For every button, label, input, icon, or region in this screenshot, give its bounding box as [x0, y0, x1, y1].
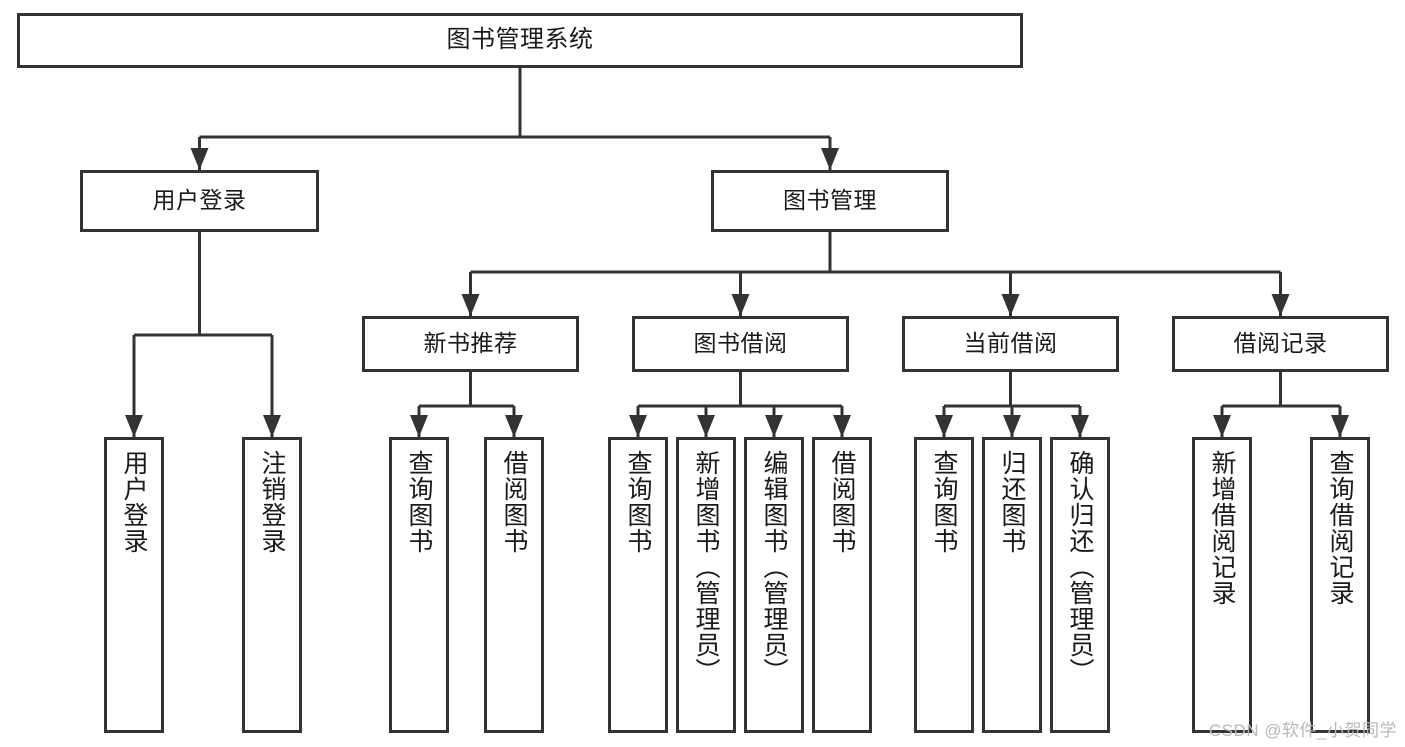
node-label: 查询图书: [930, 450, 958, 554]
watermark: CSDN @软件_小贺同学: [1208, 721, 1397, 740]
node-leaf-cur-query[interactable]: 查询图书: [914, 437, 974, 733]
node-leaf-cur-return[interactable]: 归还图书: [982, 437, 1042, 733]
node-borrow-record[interactable]: 借阅记录: [1172, 316, 1389, 372]
node-label: 图书管理系统: [446, 26, 594, 54]
node-label: 注销登录: [258, 450, 286, 554]
node-root[interactable]: 图书管理系统: [17, 13, 1023, 68]
node-current-borrow[interactable]: 当前借阅: [902, 316, 1119, 372]
node-label: 新书推荐: [423, 330, 518, 357]
node-leaf-user-logout[interactable]: 注销登录: [242, 437, 302, 733]
node-leaf-borrow-add[interactable]: 新增图书（管理员）: [676, 437, 736, 733]
node-leaf-borrow-edit[interactable]: 编辑图书（管理员）: [744, 437, 804, 733]
node-label: 借阅记录: [1233, 330, 1328, 357]
node-book-manage[interactable]: 图书管理: [711, 170, 949, 232]
node-label: 查询图书: [624, 450, 652, 554]
node-leaf-rec-search[interactable]: 查询借阅记录: [1310, 437, 1370, 733]
node-label: 查询借阅记录: [1326, 450, 1354, 606]
node-leaf-borrow-query[interactable]: 查询图书: [608, 437, 668, 733]
node-label: 用户登录: [152, 187, 247, 214]
node-new-book-rec[interactable]: 新书推荐: [362, 316, 579, 372]
node-label: 借阅图书: [500, 450, 528, 554]
node-label: 用户登录: [120, 450, 148, 554]
node-label: 确认归还（管理员）: [1066, 450, 1094, 684]
node-label: 当前借阅: [963, 330, 1058, 357]
node-user-login[interactable]: 用户登录: [80, 170, 319, 232]
node-label: 借阅图书: [828, 450, 856, 554]
node-leaf-rec-query[interactable]: 查询图书: [389, 437, 449, 733]
node-leaf-rec-borrow[interactable]: 借阅图书: [484, 437, 544, 733]
node-label: 图书管理: [783, 187, 877, 214]
node-label: 新增借阅记录: [1208, 450, 1236, 606]
node-book-borrow[interactable]: 图书借阅: [632, 316, 849, 372]
node-leaf-rec-add[interactable]: 新增借阅记录: [1192, 437, 1252, 733]
node-leaf-user-login[interactable]: 用户登录: [104, 437, 164, 733]
node-label: 新增图书（管理员）: [692, 450, 720, 684]
node-leaf-borrow-lend[interactable]: 借阅图书: [812, 437, 872, 733]
node-label: 归还图书: [998, 450, 1026, 554]
node-leaf-cur-confirm[interactable]: 确认归还（管理员）: [1050, 437, 1110, 733]
node-label: 查询图书: [405, 450, 433, 554]
node-label: 图书借阅: [693, 330, 788, 357]
node-label: 编辑图书（管理员）: [760, 450, 788, 684]
